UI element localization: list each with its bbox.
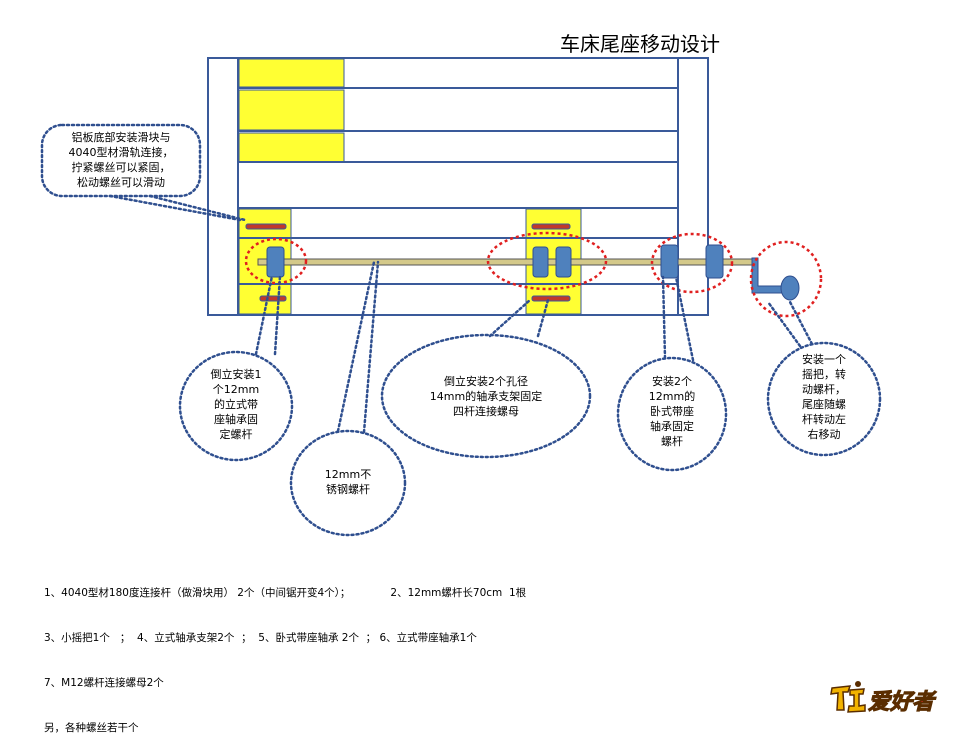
brand-logo: 爱好者 xyxy=(828,680,952,716)
parts-line-1: 1、4040型材180度连接杆（做滑块用） 2个（中间锯开变4个）； 2、12mm… xyxy=(44,586,526,601)
highlight-support xyxy=(486,231,608,291)
callout-bubbles xyxy=(40,123,882,537)
support-bracket-2 xyxy=(555,246,572,278)
callout-support-pointer xyxy=(488,298,550,338)
callout-support-bubble xyxy=(380,333,592,459)
highlight-circles xyxy=(244,231,823,318)
callout-handle-pointer xyxy=(766,300,814,348)
parts-line-3: 7、M12螺杆连接螺母2个 xyxy=(44,677,164,689)
tailstock-diagram xyxy=(40,57,882,537)
middle-slot-top xyxy=(531,223,571,230)
callout-slider-text: 铝板底部安装滑块与 4040型材滑轨连接， 拧紧螺丝可以紧固， 松动螺丝可以滑动 xyxy=(68,131,174,189)
logo-mascot-icon xyxy=(830,681,866,713)
callout-vertical-bearing-text: 倒立安装1 个12mm 的立式带 座轴承固 定螺杆 xyxy=(210,368,262,441)
callout-rod-bubble xyxy=(289,429,407,537)
vertical-bearing xyxy=(266,246,285,278)
top-slider-block-3 xyxy=(238,132,345,163)
horizontal-bearing-2 xyxy=(705,244,724,279)
callout-vertical-bearing-pointer xyxy=(254,274,282,356)
logo-text: 爱好者 xyxy=(868,690,937,715)
left-slot-bottom xyxy=(259,295,287,302)
middle-slot-bottom xyxy=(531,295,571,302)
parts-item-1: 1、4040型材180度连接杆（做滑块用） 2个（中间锯开变4个）； xyxy=(44,587,351,599)
left-slot-top xyxy=(245,223,287,230)
callout-rod-text: 12mm不 锈钢螺杆 xyxy=(324,468,372,496)
callout-support-text: 倒立安装2个孔径 14mm的轴承支架固定 四杆连接螺母 xyxy=(429,375,543,418)
callout-horizontal-bearing-bubble xyxy=(616,356,728,472)
callout-horizontal-bearing-pointer xyxy=(661,275,695,362)
callout-slider-box xyxy=(40,123,202,198)
callout-handle-text: 安装一个 摇把，转 动螺杆， 尾座随螺 杆转动左 右移动 xyxy=(802,353,846,441)
page-title: 车床尾座移动设计 xyxy=(560,32,720,56)
top-slider-block-1 xyxy=(238,58,345,88)
callout-handle-bubble xyxy=(766,341,882,457)
crank-handle xyxy=(751,257,800,301)
parts-line-4: 另，各种螺丝若干个 xyxy=(44,722,139,734)
callout-vertical-bearing-bubble xyxy=(178,350,294,462)
parts-item-2: 2、12mm螺杆长70cm 1根 xyxy=(390,587,527,599)
highlight-handle xyxy=(749,240,823,318)
parts-line-2: 3、小摇把1个 ； 4、立式轴承支架2个 ； 5、卧式带座轴承 2个 ； 6、立… xyxy=(44,632,477,644)
callout-slider-pointer xyxy=(108,194,247,222)
parts-list: 1、4040型材180度连接杆（做滑块用） 2个（中间锯开变4个）； 2、12mm… xyxy=(44,556,526,751)
callout-rod-pointer xyxy=(336,260,380,434)
highlight-vertical-bearing xyxy=(244,237,308,285)
callout-horizontal-bearing-text: 安装2个 12mm的 卧式带座 轴承固定 螺杆 xyxy=(648,375,696,448)
support-bracket-1 xyxy=(532,246,549,278)
horizontal-bearing-1 xyxy=(660,244,679,279)
aluminum-profiles xyxy=(238,87,678,285)
threaded-rod xyxy=(257,258,759,266)
highlight-horizontal-bearing xyxy=(650,232,734,294)
top-slider-block-2 xyxy=(238,89,345,131)
